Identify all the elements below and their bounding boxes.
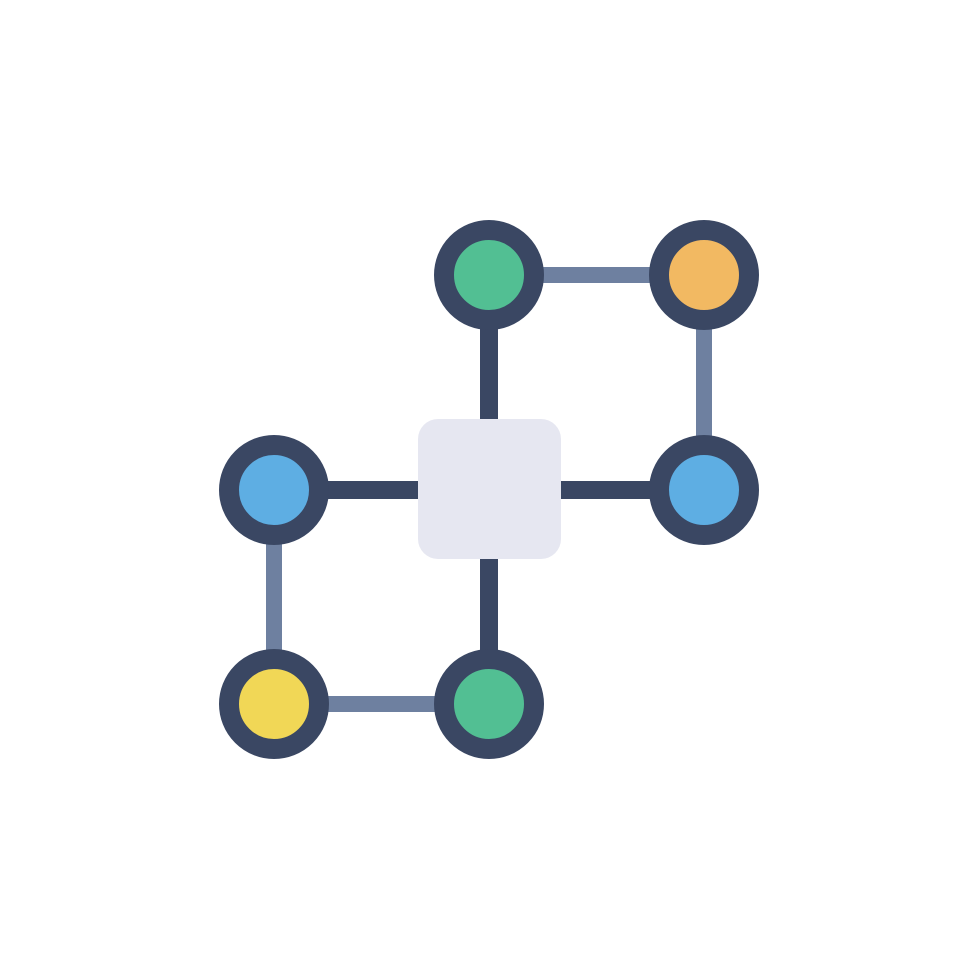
nodes-group [219, 220, 759, 759]
node-bottom-left [219, 649, 329, 759]
node-middle-right [649, 435, 759, 545]
node-top-left [434, 220, 544, 330]
node-bottom-center [434, 649, 544, 759]
hub-square [418, 419, 561, 559]
node-middle-left [219, 435, 329, 545]
node-top-right [649, 220, 759, 330]
